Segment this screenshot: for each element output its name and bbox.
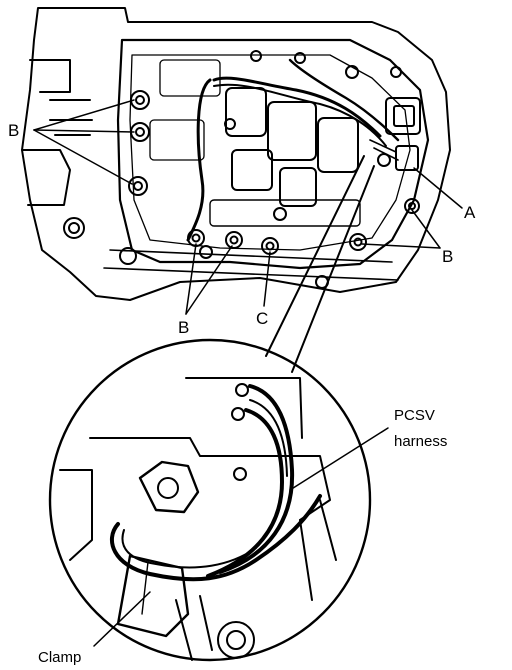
valve-body-illustration	[21, 7, 451, 301]
label-pcsv-line2: harness	[394, 433, 447, 450]
leader-lines	[33, 99, 463, 647]
label-clamp: Clamp	[38, 649, 81, 666]
label-b-bottom: B	[178, 318, 189, 337]
label-c: C	[256, 309, 268, 328]
magnifier-cone	[265, 155, 375, 373]
label-b-right: B	[442, 247, 453, 266]
label-pcsv-line1: PCSV	[394, 407, 435, 424]
label-a: A	[464, 203, 476, 222]
label-b-left: B	[8, 121, 19, 140]
detail-view	[48, 338, 372, 662]
